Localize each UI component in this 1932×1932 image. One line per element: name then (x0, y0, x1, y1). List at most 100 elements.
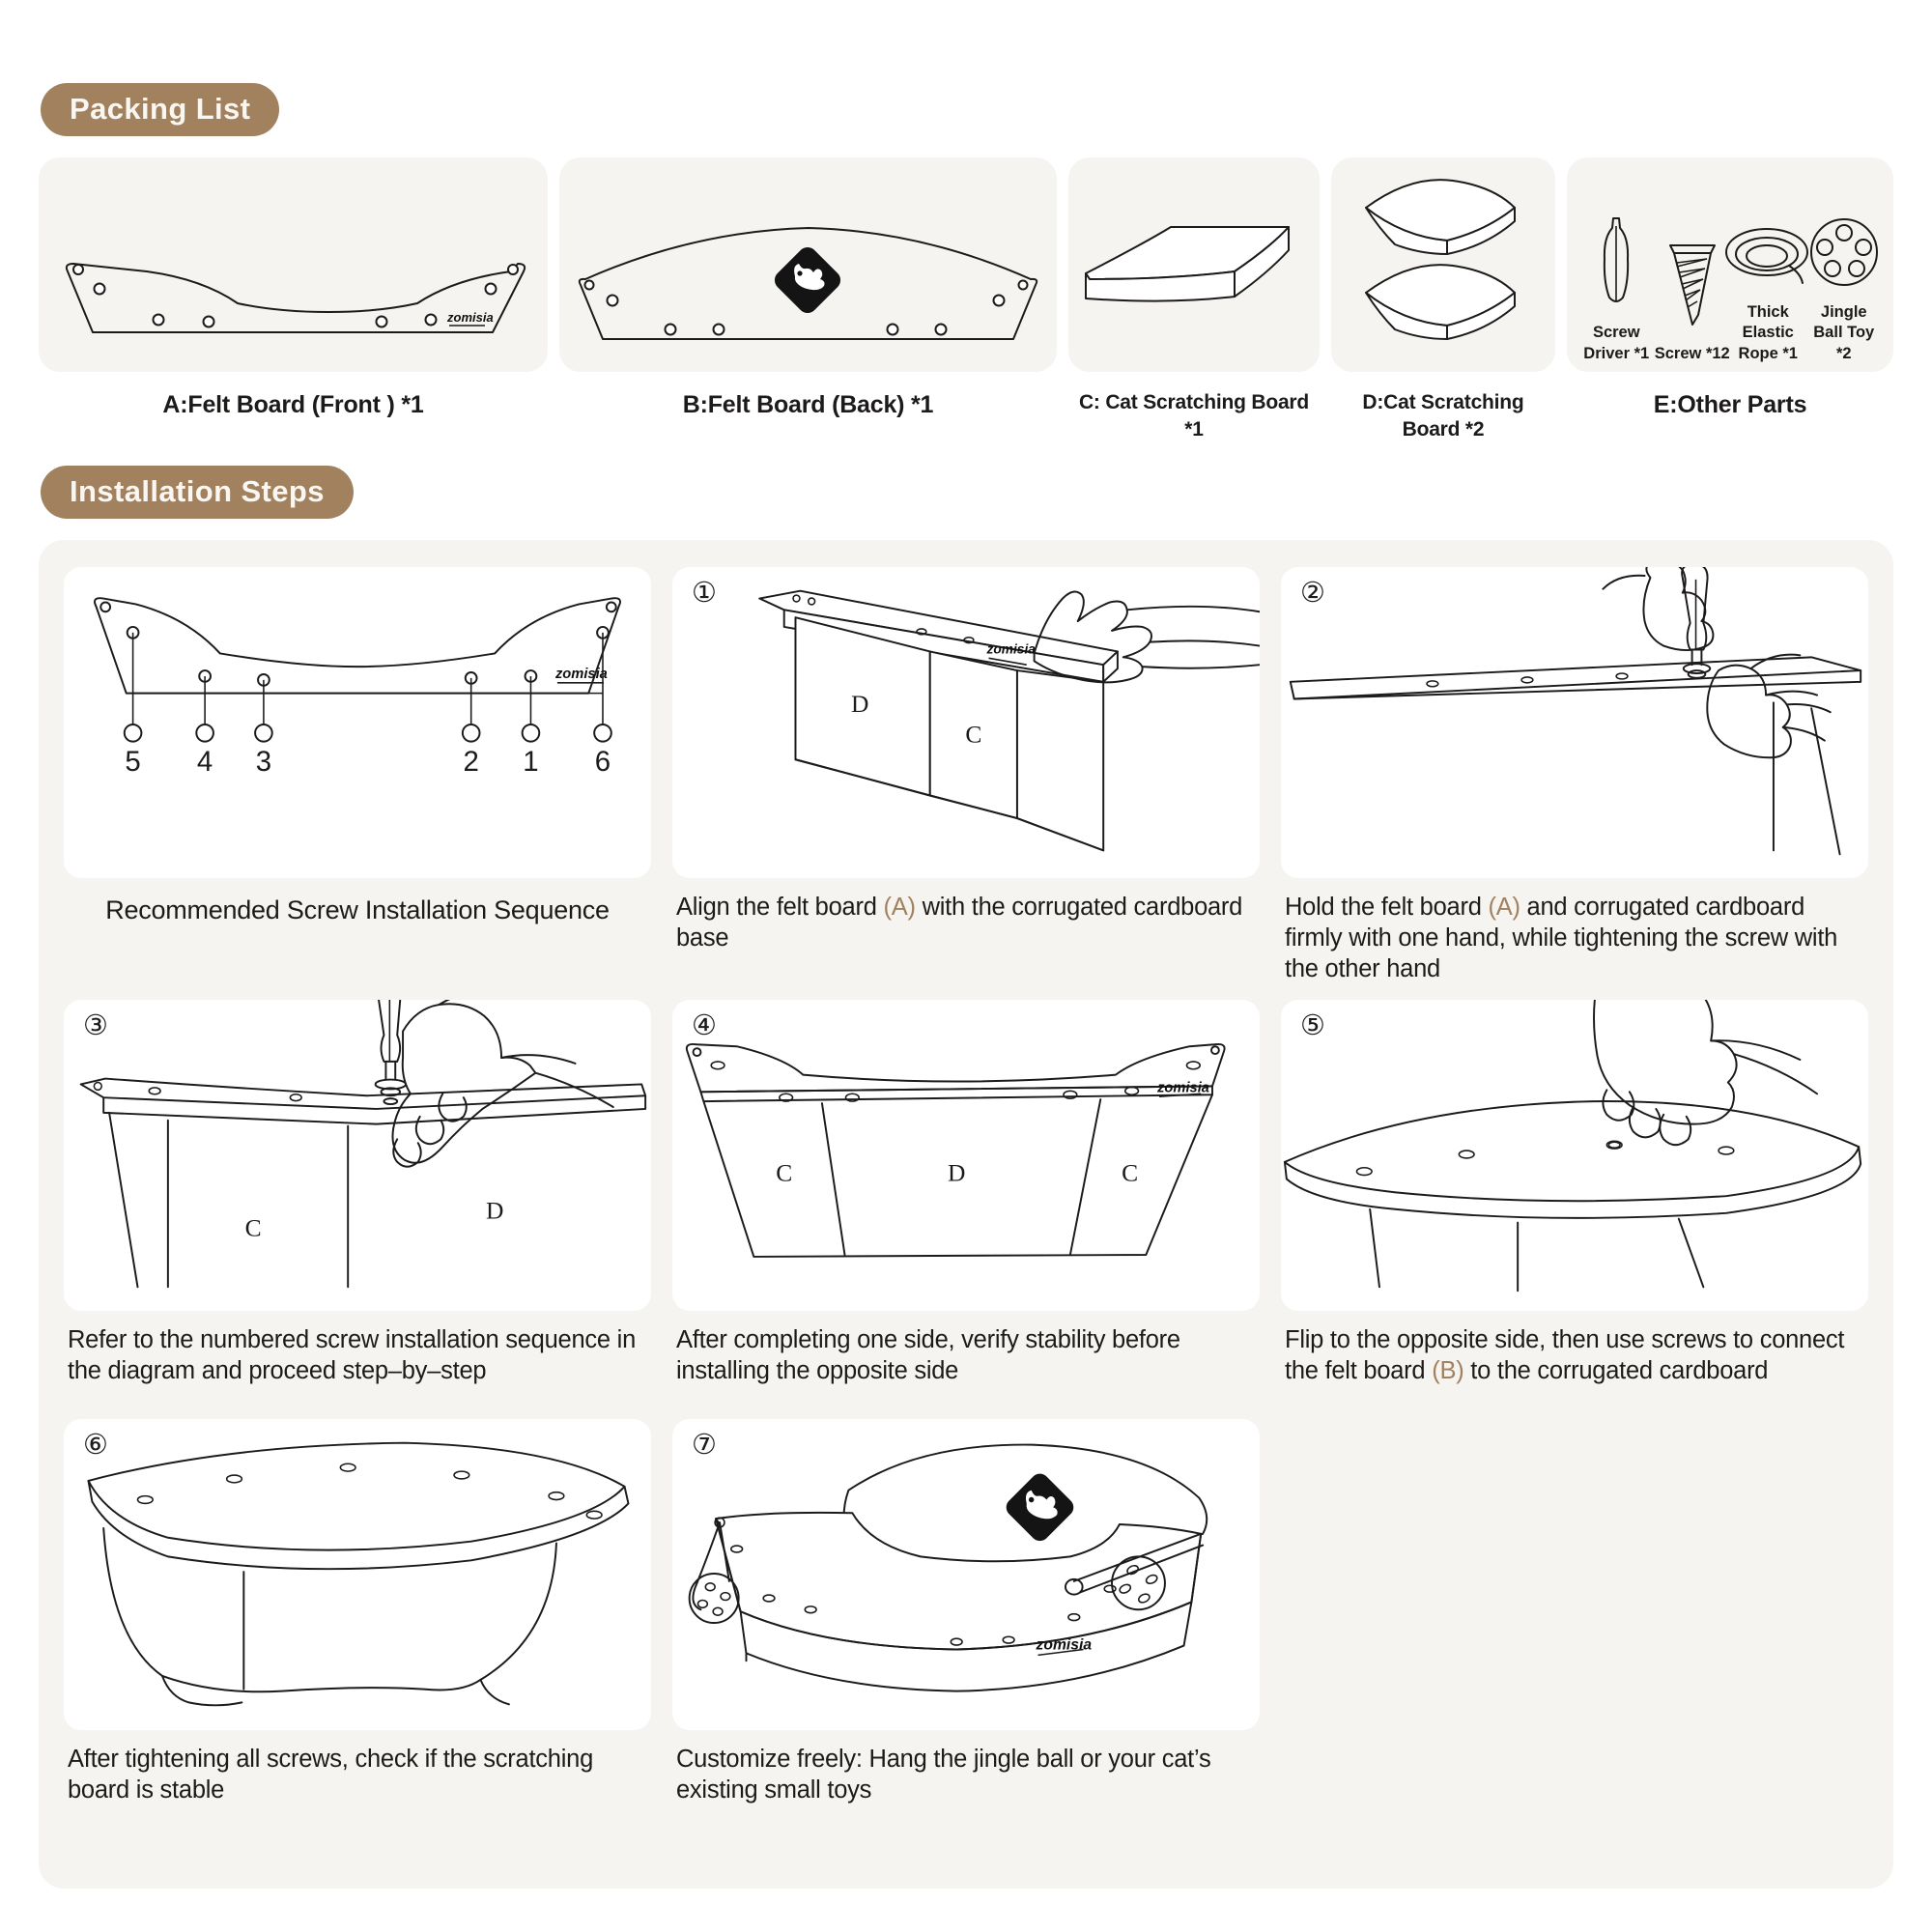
sequence-number: 3 (256, 746, 271, 778)
step-number: ① (692, 575, 717, 609)
step-number: ⑤ (1300, 1009, 1325, 1042)
scratching-board-c-illustration (1085, 226, 1290, 302)
packing-list-heading: Packing List (39, 0, 1893, 136)
caption-post: and corrugated cardboard firmly with one… (1285, 893, 1838, 982)
caption-pre: Flip to the opposite side, then use scre… (1285, 1326, 1845, 1385)
packing-label-b: B:Felt Board (Back) *1 (682, 391, 934, 418)
brand-logo-text: zomisia (554, 667, 608, 682)
part-label: D (948, 1159, 965, 1187)
sequence-number: 6 (595, 746, 611, 778)
other-part-label: Jingle Ball Toy *2 (1813, 302, 1875, 362)
packing-label-c: C: Cat Scratching Board *1 (1078, 391, 1310, 441)
felt-board-back-illustration (578, 227, 1038, 340)
sequence-number: 5 (125, 746, 140, 778)
board-d-top (1365, 179, 1516, 255)
step-card-5: ⑤ (1281, 1000, 1868, 1312)
part-label: D (486, 1197, 503, 1225)
part-label: C (776, 1159, 792, 1187)
step-card-6: ⑥ (64, 1419, 651, 1731)
step-cell-1: ① zomisia (672, 566, 1260, 992)
other-part-screwdriver: Screw Driver *1 (1578, 212, 1655, 364)
step-7-illustration: zomisia (688, 1443, 1208, 1692)
caption-pre: After tightening all screws, check if th… (68, 1746, 594, 1804)
step-5-illustration (1283, 1000, 1862, 1293)
packing-list-row: zomisia A:Felt Board (Front ) *1 (39, 157, 1893, 444)
step-number: ③ (83, 1009, 108, 1042)
scratching-board-d-illustration (1365, 179, 1516, 340)
other-part-jingle-ball: Jingle Ball Toy *2 (1806, 191, 1883, 364)
packing-label-e: E:Other Parts (1653, 391, 1807, 418)
brand-logo-text: zomisia (1156, 1080, 1209, 1095)
caption-accent: (B) (1432, 1357, 1464, 1385)
step-caption-7: Customize freely: Hang the jingle ball o… (672, 1730, 1260, 1831)
caption-post: to the corrugated cardboard (1463, 1357, 1769, 1385)
packing-list-title: Packing List (41, 83, 280, 136)
step-number: ④ (692, 1009, 717, 1042)
step-3-illustration: C D (79, 1000, 647, 1289)
jingle-ball-icon (1805, 191, 1883, 293)
caption-pre: Customize freely: Hang the jingle ball o… (676, 1746, 1211, 1804)
step-caption-2: Hold the felt board (A) and corrugated c… (1281, 878, 1868, 992)
step-cell-6: ⑥ Aft (64, 1419, 651, 1831)
other-part-label: Thick Elastic Rope *1 (1738, 302, 1798, 362)
brand-logo-text: zomisia (1036, 1637, 1093, 1654)
step-card-1: ① zomisia (672, 566, 1260, 878)
packing-card-d (1331, 157, 1555, 372)
step-number: ② (1300, 575, 1325, 609)
sequence-number: 4 (197, 746, 213, 778)
packing-item-d: D:Cat Scratching Board *2 (1331, 157, 1555, 444)
step-2-illustration (1289, 566, 1862, 855)
caption-pre: Align the felt board (676, 893, 884, 921)
brand-logo-text: zomisia (446, 310, 494, 325)
step-cell-7: ⑦ (672, 1419, 1260, 1831)
step-cell-4: ④ zomisia (672, 1000, 1260, 1411)
part-label: C (965, 720, 981, 748)
installation-steps-title: Installation Steps (41, 465, 354, 519)
step-4-illustration: zomisia C D C (685, 1043, 1226, 1258)
other-parts-grid: Screw Driver *1 Screw *12 (1567, 157, 1893, 372)
step-card-2: ② (1281, 566, 1868, 878)
caption-post: with the corrugated cardboard base (676, 893, 1243, 952)
felt-board-front-illustration: zomisia (65, 263, 526, 333)
step-cell-empty (1281, 1419, 1868, 1831)
sequence-caption: Recommended Screw Installation Sequence (105, 895, 610, 924)
step-number: ⑦ (692, 1428, 717, 1462)
part-label: D (851, 690, 868, 718)
packing-card-e: Screw Driver *1 Screw *12 (1567, 157, 1893, 372)
packing-label-a: A:Felt Board (Front ) *1 (162, 391, 424, 418)
step-caption-3: Refer to the numbered screw installation… (64, 1311, 651, 1411)
step-cell-sequence: zomisia 5 4 3 2 1 (64, 566, 651, 992)
packing-item-a: zomisia A:Felt Board (Front ) *1 (39, 157, 548, 422)
packing-item-c: C: Cat Scratching Board *1 (1068, 157, 1320, 444)
packing-card-b (559, 157, 1057, 372)
step-caption-1: Align the felt board (A) with the corrug… (672, 878, 1260, 979)
sequence-card: zomisia 5 4 3 2 1 (64, 566, 651, 878)
part-label: C (1122, 1159, 1138, 1187)
packing-item-e: Screw Driver *1 Screw *12 (1567, 157, 1893, 422)
screw-sequence-diagram: zomisia 5 4 3 2 1 (94, 596, 621, 778)
step-6-illustration (87, 1441, 630, 1707)
step-cell-5: ⑤ (1281, 1000, 1868, 1411)
steps-grid: zomisia 5 4 3 2 1 (64, 566, 1868, 1831)
step-1-illustration: zomisia D C (758, 589, 1260, 852)
caption-pre: Refer to the numbered screw installation… (68, 1326, 637, 1385)
packing-card-a: zomisia (39, 157, 548, 372)
screwdriver-icon (1599, 212, 1634, 313)
installation-steps-panel: zomisia 5 4 3 2 1 (39, 539, 1893, 1889)
brand-logo-text: zomisia (986, 641, 1037, 656)
cat-diamond-logo-icon (774, 246, 841, 314)
step-card-7: ⑦ (672, 1419, 1260, 1731)
part-label: C (245, 1213, 262, 1241)
step-card-4: ④ zomisia (672, 1000, 1260, 1312)
caption-accent: (A) (883, 893, 916, 921)
step-caption-5: Flip to the opposite side, then use scre… (1281, 1311, 1868, 1411)
packing-card-c (1068, 157, 1320, 372)
other-part-label: Screw *12 (1654, 344, 1730, 362)
other-part-rope: Thick Elastic Rope *1 (1725, 191, 1809, 364)
step-cell-3: ③ (64, 1000, 651, 1411)
step-card-3: ③ (64, 1000, 651, 1312)
installation-steps-heading: Installation Steps (39, 444, 1893, 519)
screw-icon (1666, 233, 1719, 334)
other-part-screw: Screw *12 (1655, 233, 1731, 364)
